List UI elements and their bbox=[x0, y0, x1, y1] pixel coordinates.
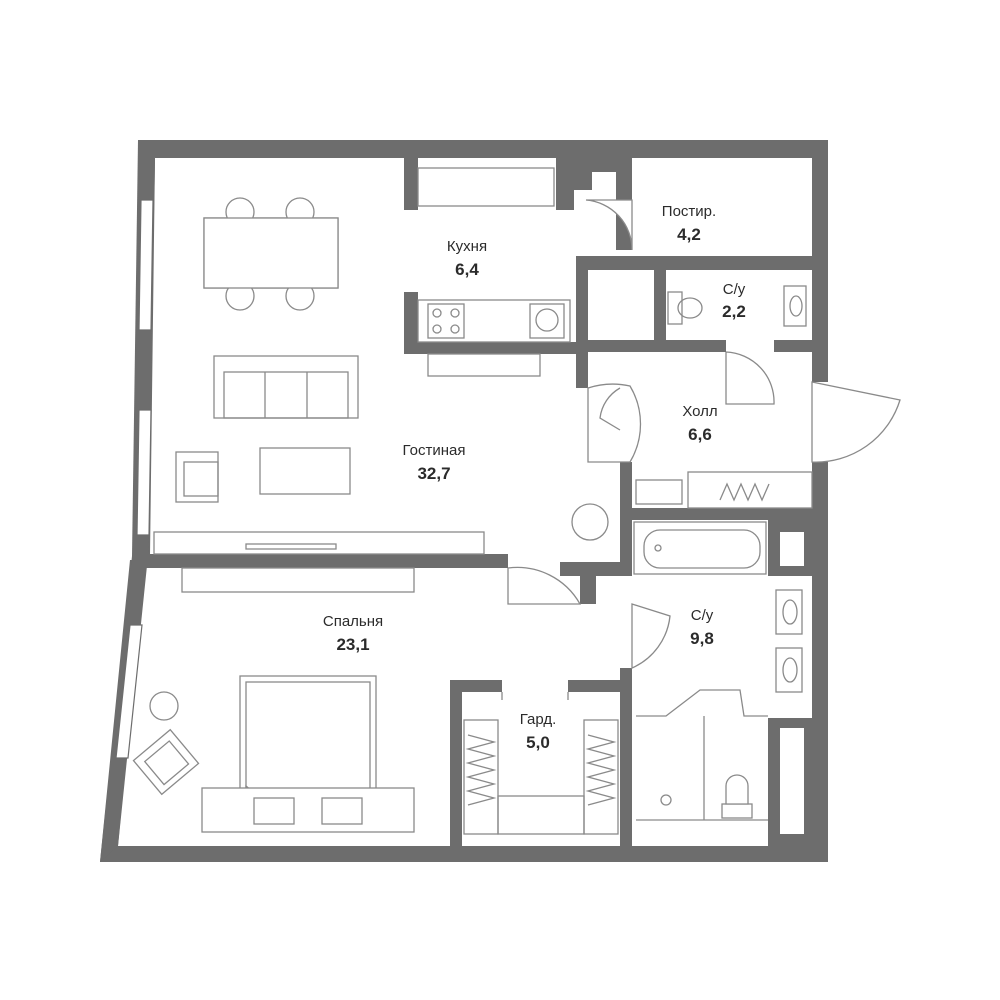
wardrobe-area: 5,0 bbox=[526, 733, 550, 752]
door-bath bbox=[631, 603, 671, 669]
wall-corridor-column bbox=[560, 562, 632, 604]
room-labels: Гостиная 32,7 Кухня 6,4 Постир. 4,2 С/у … bbox=[323, 203, 746, 752]
coffee-table bbox=[259, 447, 351, 495]
laundry-name: Постир. bbox=[662, 203, 716, 220]
kitchen-name: Кухня bbox=[447, 238, 487, 255]
kitchen-counters bbox=[417, 167, 571, 377]
wall-hall-bath bbox=[620, 508, 812, 520]
tv-cabinet bbox=[153, 531, 485, 555]
hall-wardrobe bbox=[635, 471, 813, 509]
wardrobe-name: Гард. bbox=[520, 711, 557, 728]
wall-bath-shaft bbox=[768, 520, 812, 576]
window-bedroom bbox=[115, 624, 143, 759]
wc-small-name: С/у bbox=[723, 281, 746, 298]
wall-hall-left-lower bbox=[620, 462, 632, 510]
side-table bbox=[571, 503, 609, 541]
living-room-name: Гостиная bbox=[403, 442, 466, 459]
laundry-area: 4,2 bbox=[677, 225, 701, 244]
door-wc-small bbox=[725, 351, 775, 405]
bedroom-furniture bbox=[132, 567, 415, 833]
wardrobe-shelves bbox=[463, 719, 619, 835]
wc-small-area: 2,2 bbox=[722, 302, 746, 321]
wall-shaft-bottom bbox=[576, 340, 666, 352]
doors bbox=[501, 199, 901, 700]
bedroom-area: 23,1 bbox=[336, 635, 369, 654]
wall-wardrobe-left bbox=[450, 680, 462, 848]
wall-bath-shaft-2 bbox=[768, 718, 812, 846]
wall-kitchen-bottom bbox=[404, 342, 576, 354]
wall-wardrobe-top-right bbox=[568, 680, 632, 692]
wall-kitchen-top-left bbox=[404, 158, 418, 210]
dining-table bbox=[203, 197, 339, 311]
bath-name: С/у bbox=[691, 607, 714, 624]
wall-wardrobe-top-left bbox=[450, 680, 502, 692]
bath-area: 9,8 bbox=[690, 629, 714, 648]
window-living-bottom bbox=[136, 409, 152, 536]
sofa bbox=[213, 355, 359, 419]
bathtub bbox=[633, 521, 767, 575]
wall-wc-bottom-right bbox=[774, 340, 812, 352]
door-hall-leaf bbox=[599, 387, 621, 431]
living-room-area: 32,7 bbox=[417, 464, 450, 483]
wall-living-bedroom bbox=[140, 554, 508, 568]
window-living-top bbox=[138, 199, 154, 331]
bath-toilet bbox=[721, 774, 753, 819]
hall-name: Холл bbox=[682, 403, 717, 420]
door-bedroom bbox=[507, 566, 582, 605]
bath-sinks bbox=[775, 589, 803, 693]
bedroom-name: Спальня bbox=[323, 613, 383, 630]
wall-shaft-right bbox=[654, 256, 666, 352]
wall-wc-bottom-left bbox=[654, 340, 726, 352]
wall-bath-left-bottom bbox=[620, 668, 632, 848]
wall-laundry-bottom bbox=[576, 256, 812, 270]
kitchen-area: 6,4 bbox=[455, 260, 479, 279]
wall-column-inner bbox=[562, 172, 588, 186]
hall-area: 6,6 bbox=[688, 425, 712, 444]
armchair bbox=[175, 451, 219, 503]
door-wardrobe bbox=[501, 692, 569, 700]
wall-hall-left bbox=[576, 352, 588, 388]
shower bbox=[636, 689, 768, 821]
wc-small-fixtures bbox=[667, 285, 807, 327]
door-laundry bbox=[585, 199, 633, 251]
furniture bbox=[132, 167, 813, 835]
bedroom-lamp bbox=[149, 691, 179, 721]
wall-kitchen-bottom-left bbox=[404, 292, 418, 354]
door-hall bbox=[587, 383, 642, 463]
door-entrance bbox=[811, 381, 901, 463]
windows bbox=[115, 199, 154, 759]
